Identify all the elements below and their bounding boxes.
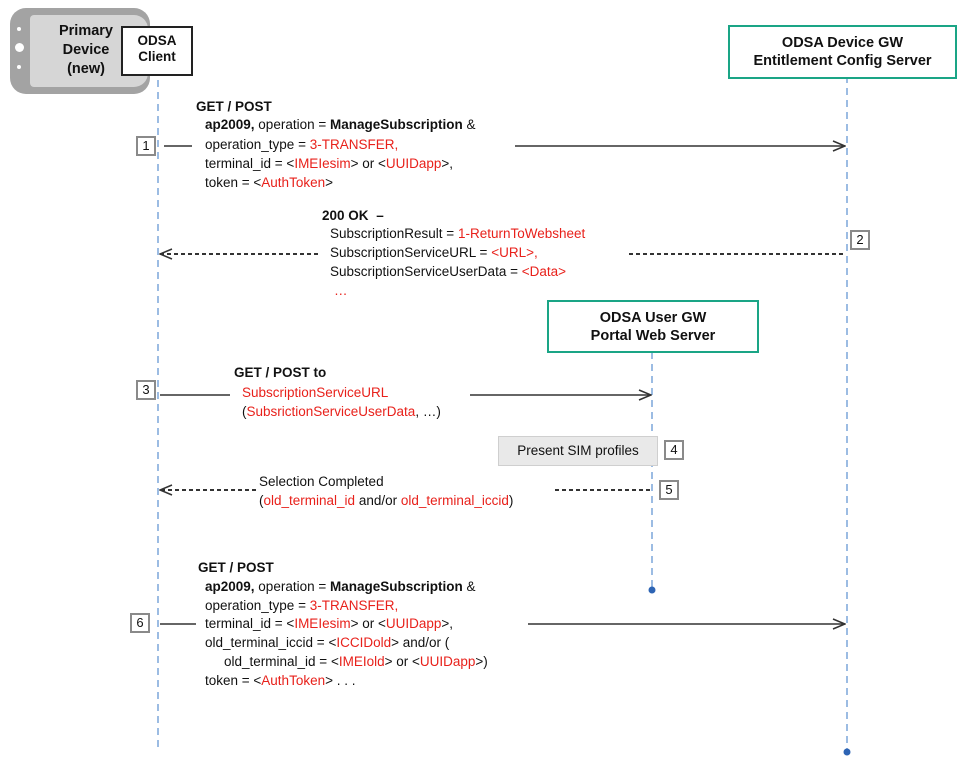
step-3-badge: 3 bbox=[136, 380, 156, 400]
present-sim-profiles-box bbox=[498, 436, 658, 466]
step-3-line-2: (SubsrictionServiceUserData, …) bbox=[242, 404, 441, 419]
device-button-dot-1 bbox=[17, 27, 21, 31]
step-1-badge: 1 bbox=[136, 136, 156, 156]
step-2-line-4: … bbox=[334, 283, 348, 298]
step-1-header: GET / POST bbox=[196, 99, 272, 114]
portal-lifeline-end bbox=[648, 586, 656, 594]
step-2-badge: 2 bbox=[850, 230, 870, 250]
odsa-client-box bbox=[121, 26, 193, 76]
step-2-line-2: SubscriptionServiceURL = <URL>, bbox=[330, 245, 538, 260]
step-6-badge: 6 bbox=[130, 613, 150, 633]
ecs-lifeline-end bbox=[843, 748, 851, 756]
step-1-line-1: ap2009, operation = ManageSubscription & bbox=[205, 117, 476, 132]
step-3-line-1: SubscriptionServiceURL bbox=[242, 385, 389, 400]
step-5-line-1: Selection Completed bbox=[259, 474, 384, 489]
odsa-client-label: ODSA Client bbox=[137, 33, 177, 64]
step-6-line-4: old_terminal_iccid = <ICCIDold> and/or ( bbox=[205, 635, 450, 650]
step-5-badge: 5 bbox=[659, 480, 679, 500]
step-3-header: GET / POST to bbox=[234, 365, 327, 380]
portal-web-server-label: ODSA User GW Portal Web Server bbox=[590, 310, 716, 344]
step-2-line-1: SubscriptionResult = 1-ReturnToWebsheet bbox=[330, 226, 586, 241]
step-2-header: 200 OK – bbox=[322, 208, 384, 223]
entitlement-config-server-box bbox=[728, 25, 957, 79]
step-6-line-6: token = <AuthToken> . . . bbox=[205, 673, 356, 688]
step-6-line-1: ap2009, operation = ManageSubscription & bbox=[205, 579, 476, 594]
step-1-line-4: token = <AuthToken> bbox=[205, 175, 333, 190]
step-6-line-2: operation_type = 3-TRANSFER, bbox=[205, 598, 399, 613]
step-6-line-5: old_terminal_id = <IMEIold> or <UUIDapp>… bbox=[224, 654, 488, 669]
step-6-header: GET / POST bbox=[198, 560, 274, 575]
present-sim-profiles-label: Present SIM profiles bbox=[517, 443, 639, 458]
step-2-line-3: SubscriptionServiceUserData = <Data> bbox=[330, 264, 567, 279]
step-4-badge: 4 bbox=[664, 440, 684, 460]
primary-device-label: Primary Device (new) bbox=[58, 23, 113, 77]
entitlement-config-server-label: ODSA Device GW Entitlement Config Server bbox=[753, 35, 932, 69]
step-1-line-3: terminal_id = <IMEIesim> or <UUIDapp>, bbox=[205, 156, 454, 171]
portal-web-server-box bbox=[547, 300, 759, 353]
step-1-line-2: operation_type = 3-TRANSFER, bbox=[205, 137, 399, 152]
step-5-line-2: (old_terminal_id and/or old_terminal_icc… bbox=[259, 493, 514, 508]
device-button-dot-3 bbox=[17, 65, 21, 69]
device-button-dot-2 bbox=[15, 43, 24, 52]
step-6-line-3: terminal_id = <IMEIesim> or <UUIDapp>, bbox=[205, 616, 454, 631]
